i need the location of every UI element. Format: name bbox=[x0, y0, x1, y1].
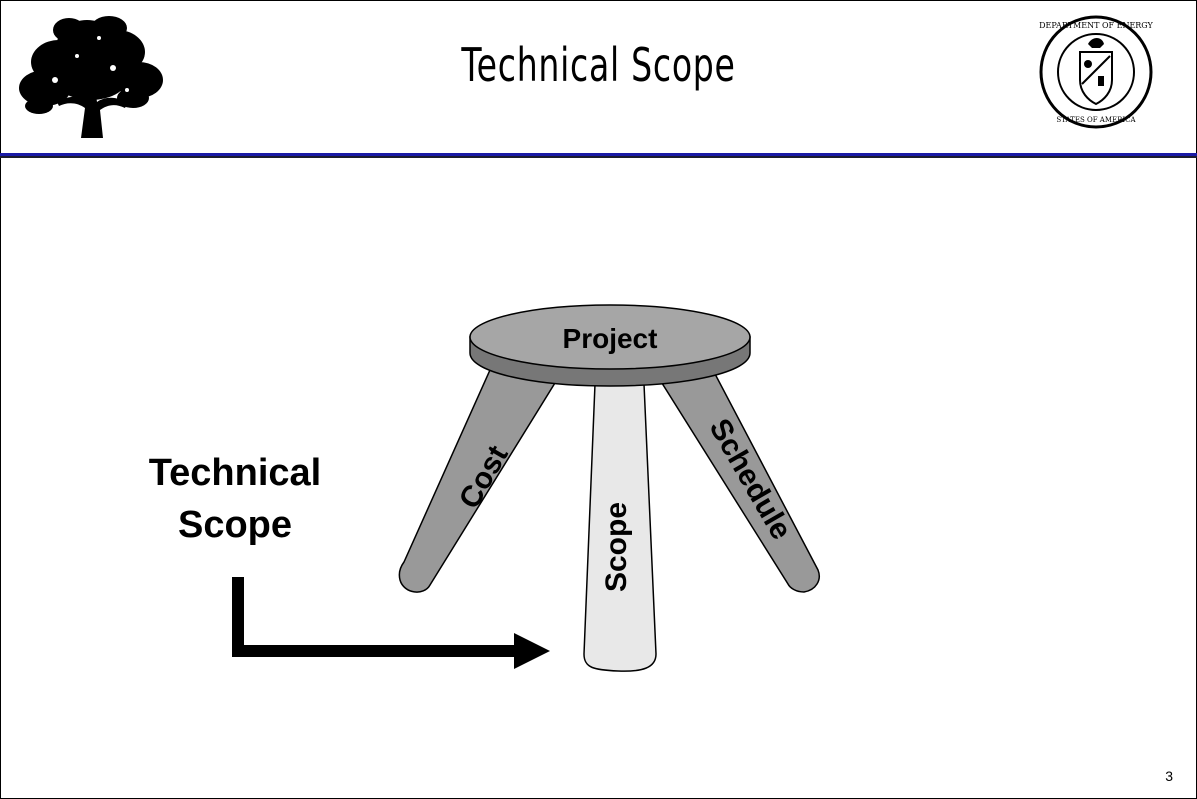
header-rule bbox=[0, 153, 1197, 156]
callout-line-1: Technical bbox=[148, 452, 322, 494]
leg-label-scope: Scope bbox=[600, 502, 633, 592]
slide-title: Technical Scope bbox=[461, 38, 736, 92]
callout-line-2: Scope bbox=[177, 504, 293, 546]
header-rule-shadow bbox=[0, 156, 1197, 158]
stool-seat: Project bbox=[469, 304, 751, 387]
svg-text:DEPARTMENT OF ENERGY: DEPARTMENT OF ENERGY bbox=[1039, 21, 1153, 30]
arrow-connector bbox=[232, 577, 550, 669]
stool-leg-cost: Cost bbox=[398, 369, 565, 593]
page-number: 3 bbox=[1165, 768, 1173, 784]
leg-label-schedule: Schedule bbox=[703, 413, 798, 545]
svg-text:STATES OF AMERICA: STATES OF AMERICA bbox=[1056, 116, 1136, 124]
doe-seal-icon: DEPARTMENT OF ENERGY STATES OF AMERICA bbox=[1039, 15, 1154, 129]
stool-leg-schedule: Schedule bbox=[653, 371, 820, 593]
seat-label: Project bbox=[563, 323, 658, 354]
oak-tree-icon bbox=[19, 16, 163, 138]
stool-leg-scope: Scope bbox=[583, 383, 657, 672]
